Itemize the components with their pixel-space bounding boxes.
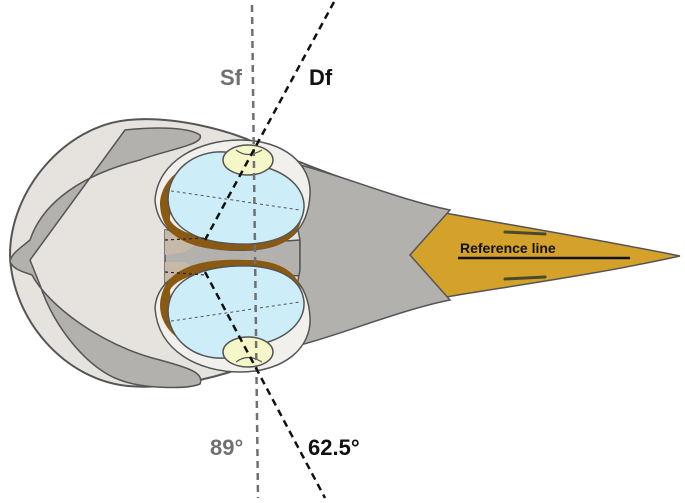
eye-ring-upper [222, 144, 274, 176]
sf-label: Sf [220, 65, 243, 90]
midline-guide-lower [164, 271, 206, 276]
midline-guide-upper [164, 237, 206, 241]
skull-rostrum [293, 164, 452, 346]
orbit-upper-guide [164, 189, 301, 211]
df-label: Df [309, 65, 333, 90]
eye-ring-lower-inner [235, 356, 263, 363]
beak-marking-upper [503, 230, 547, 236]
beak [409, 207, 681, 303]
skull-inner [9, 127, 202, 389]
orbit-lower [167, 265, 305, 359]
df-line-lower [203, 271, 327, 499]
df-angle-label: 62.5° [308, 435, 360, 460]
reference-line-label: Reference line [460, 240, 556, 256]
sf-angle-label: 89° [210, 435, 243, 460]
orbit-lower-guide [164, 301, 301, 323]
eye-ring-upper-inner [235, 149, 263, 156]
orbit-upper [167, 151, 305, 245]
beak-marking-lower [503, 275, 547, 281]
sf-line [250, 4, 260, 499]
df-line-upper [203, 1, 336, 241]
